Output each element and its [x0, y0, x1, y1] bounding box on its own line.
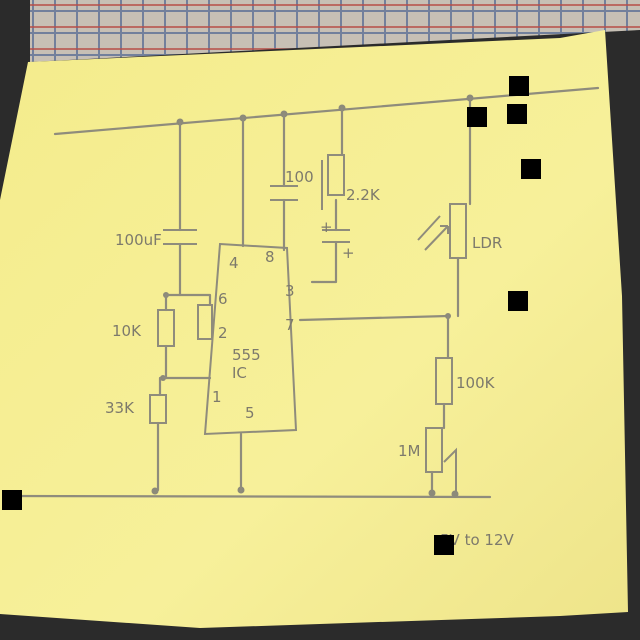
- marker-square: [434, 535, 454, 555]
- ic-label: 555: [232, 346, 261, 364]
- label-r1: 10K: [112, 322, 142, 340]
- bottom-rail: [3, 494, 492, 499]
- capacitor-c2: [270, 185, 298, 201]
- plus-mark-1: +: [320, 218, 333, 236]
- wire: [298, 314, 450, 322]
- label-c2: 100: [285, 168, 314, 186]
- speaker: [321, 154, 345, 210]
- label-r3: 100K: [456, 374, 496, 392]
- supply-note: 5V to 12V: [440, 531, 514, 549]
- fabric-background: [30, 0, 640, 62]
- pin-6: 6: [218, 290, 228, 308]
- marker-square: [509, 76, 529, 96]
- wire: [310, 240, 338, 284]
- resistor-internal: [197, 304, 213, 340]
- pin-4: 4: [229, 254, 239, 272]
- label-ldr: LDR: [472, 234, 502, 252]
- node-dot: [428, 489, 436, 497]
- node-dot: [451, 490, 459, 498]
- node-dot: [151, 487, 159, 495]
- yellow-paper: [0, 30, 628, 628]
- pin-5: 5: [245, 404, 255, 422]
- pin-3: 3: [285, 282, 295, 300]
- label-c1: 100uF: [115, 231, 162, 249]
- pot-wiper: [443, 447, 457, 494]
- potentiometer: [425, 427, 443, 473]
- pin-1: 1: [212, 388, 222, 406]
- wire: [442, 314, 450, 430]
- pin-7: 7: [285, 316, 295, 334]
- label-r2: 33K: [105, 399, 135, 417]
- marker-square: [508, 291, 528, 311]
- marker-square: [2, 490, 22, 510]
- plus-mark-2: +: [342, 244, 355, 262]
- marker-square: [467, 107, 487, 127]
- label-pot: 1M: [398, 442, 421, 460]
- ic-555: [203, 242, 298, 436]
- pin-2: 2: [218, 324, 228, 342]
- ldr-arrows: [417, 215, 449, 251]
- wire: [164, 293, 212, 307]
- marker-square: [507, 104, 527, 124]
- marker-square: [521, 159, 541, 179]
- resistor-r3: [435, 357, 453, 405]
- ic-label-2: IC: [232, 364, 247, 382]
- wire: [156, 376, 162, 492]
- label-speaker: 2.2K: [346, 186, 381, 204]
- top-rail: [53, 86, 600, 136]
- capacitor-c1: [163, 229, 197, 245]
- ldr: [449, 203, 467, 259]
- pin-8: 8: [265, 248, 275, 266]
